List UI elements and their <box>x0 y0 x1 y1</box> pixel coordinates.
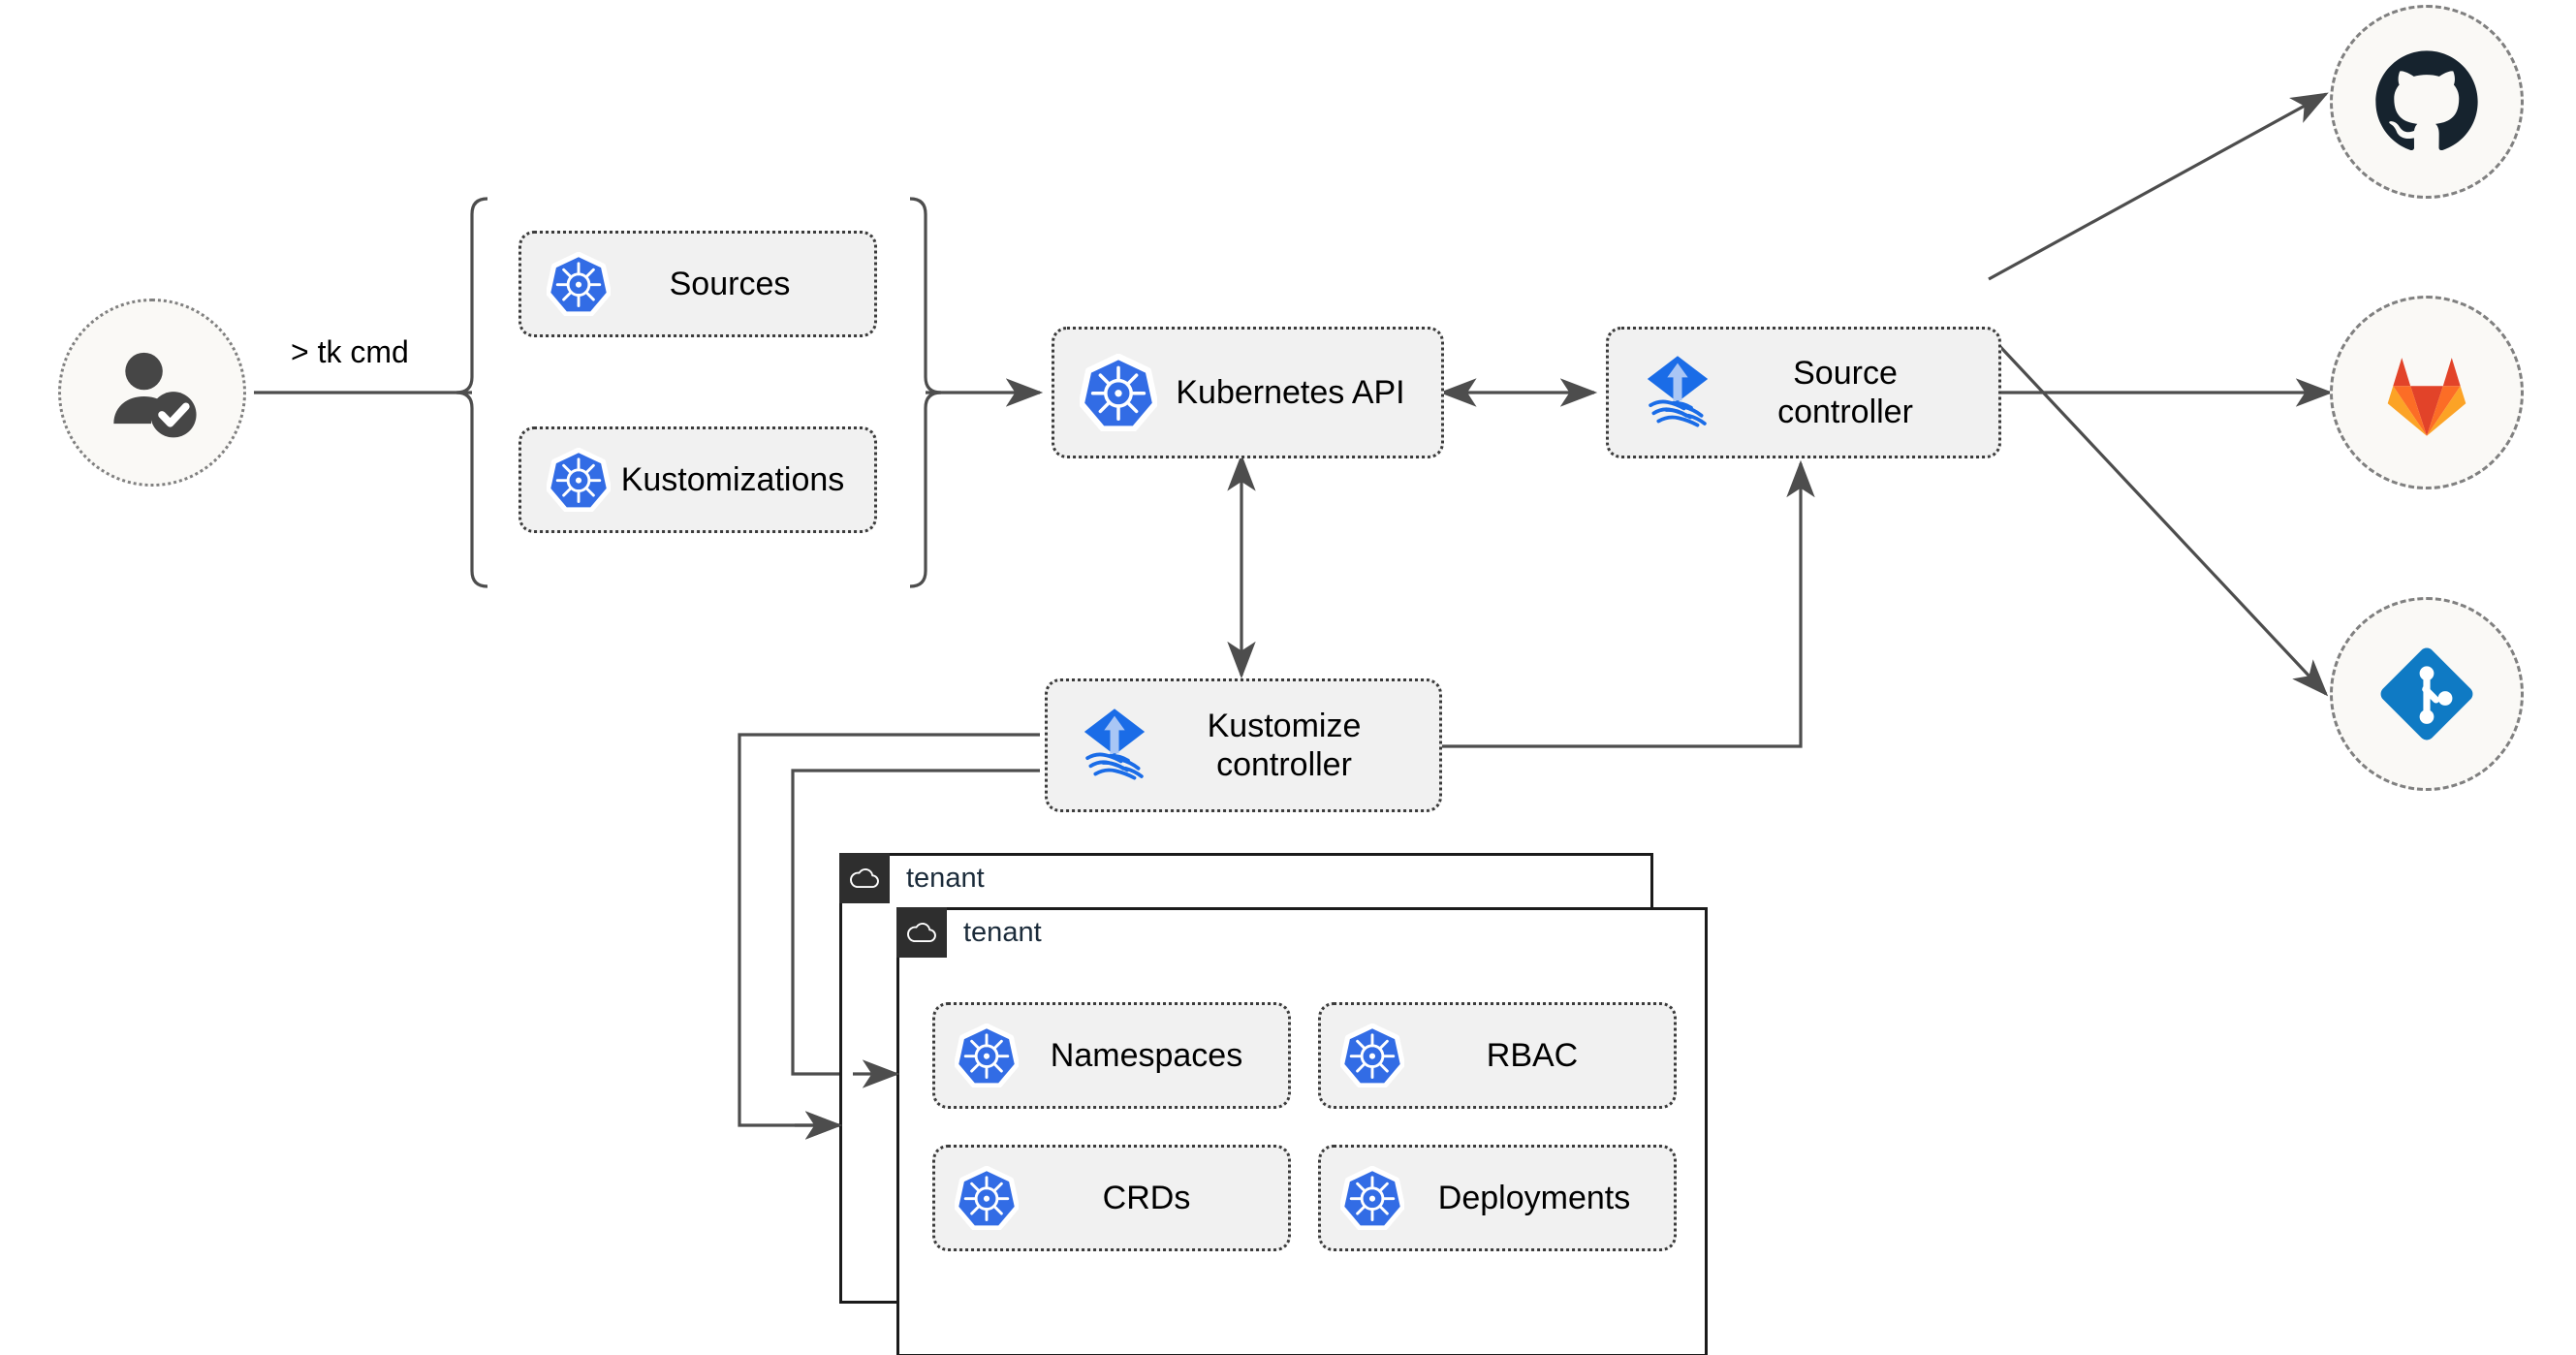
crd-kustomizations-box[interactable]: Kustomizations <box>518 426 877 533</box>
flux-icon <box>1075 706 1154 785</box>
crd-sources-box[interactable]: Sources <box>518 231 877 337</box>
tenant-resource-label: RBAC <box>1486 1036 1579 1074</box>
flux-icon <box>1638 353 1717 432</box>
kubernetes-icon <box>547 448 611 512</box>
kubernetes-icon <box>1340 1024 1404 1087</box>
wire-source-to-git <box>1987 332 2329 697</box>
kubernetes-icon <box>1340 1166 1404 1230</box>
crd-sources-label: Sources <box>669 265 791 302</box>
wire-kustomize-to-source-controller <box>1441 459 1815 748</box>
source-controller-label: Source controller <box>1777 354 1913 430</box>
tenant-title-front: tenant <box>963 917 1042 948</box>
tenant-resource-namespaces[interactable]: Namespaces <box>932 1002 1291 1109</box>
user-verified-icon <box>113 352 197 438</box>
cloud-icon <box>907 923 936 942</box>
command-label: > tk cmd <box>291 334 409 369</box>
tenant-tab-front <box>896 907 947 958</box>
kubernetes-icon <box>1080 354 1157 431</box>
git-provider[interactable] <box>2330 597 2524 791</box>
kubernetes-icon <box>955 1166 1019 1230</box>
brace-left <box>456 197 488 588</box>
tenant-card-front[interactable]: tenant Namespaces <box>896 907 1708 1355</box>
tenant-resource-rbac[interactable]: RBAC <box>1318 1002 1677 1109</box>
git-icon <box>2380 647 2473 741</box>
kubernetes-api-label: Kubernetes API <box>1176 373 1405 411</box>
kustomize-controller-node[interactable]: Kustomize controller <box>1045 678 1442 812</box>
user-actor[interactable] <box>58 299 246 487</box>
wire-source-to-github <box>1988 92 2329 281</box>
tenant-resource-label: Namespaces <box>1050 1036 1243 1074</box>
tenant-resource-crds[interactable]: CRDs <box>932 1145 1291 1251</box>
github-icon <box>2375 50 2478 151</box>
tenant-title-back: tenant <box>906 863 985 894</box>
kubernetes-icon <box>547 252 611 316</box>
kubernetes-icon <box>955 1024 1019 1087</box>
tenant-tab-back <box>839 853 890 903</box>
crd-kustomizations-label: Kustomizations <box>620 460 845 498</box>
tenant-resource-label: CRDs <box>1102 1179 1191 1216</box>
source-controller-node[interactable]: Source controller <box>1606 327 2001 458</box>
kustomize-controller-label: Kustomize controller <box>1207 707 1362 783</box>
github-provider[interactable] <box>2330 5 2524 199</box>
tenant-resource-deployments[interactable]: Deployments <box>1318 1145 1677 1251</box>
cloud-icon <box>850 868 879 888</box>
wire-kustomize-to-tenant-1 <box>738 733 1040 1140</box>
tenant-resource-label: Deployments <box>1437 1179 1631 1216</box>
gitlab-icon <box>2387 358 2466 436</box>
